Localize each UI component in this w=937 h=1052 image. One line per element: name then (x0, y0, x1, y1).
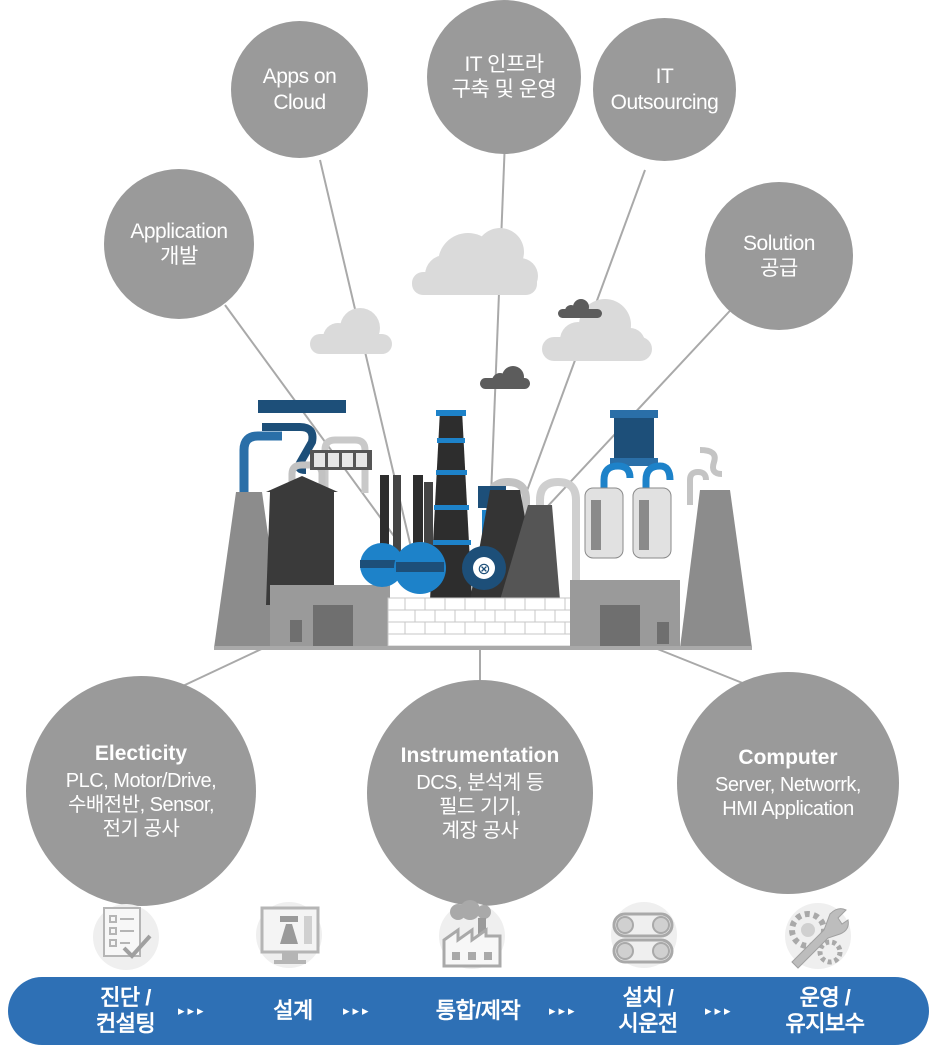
domain-heading: Computer (738, 746, 838, 770)
process-bar: 진단 / 컨설팅 ▸▸▸ 설계 ▸▸▸ 통합/제작 ▸▸▸ 설치 / 시운전 ▸… (8, 977, 929, 1045)
process-step-line: 유지보수 (785, 1011, 865, 1036)
service-bubble-it-infra: IT 인프라 구축 및 운영 (427, 0, 581, 154)
domain-line: HMI Application (722, 797, 854, 820)
service-line: Outsourcing (610, 90, 719, 114)
domain-bubble-electricity: Electicity PLC, Motor/Drive, 수배전반, Senso… (26, 676, 256, 906)
process-step-line: 설치 / (622, 984, 674, 1010)
domain-heading: Instrumentation (400, 744, 560, 768)
svg-text:⊗: ⊗ (477, 559, 490, 578)
service-line: Application (130, 219, 228, 243)
process-arrows: ▸▸▸ (549, 1003, 578, 1018)
conveyor-icon (611, 902, 677, 968)
process-arrows: ▸▸▸ (343, 1003, 372, 1018)
domain-line: 필드 기기, (439, 795, 521, 818)
right-building (570, 410, 752, 648)
process-step-design: 설계 (253, 977, 333, 1045)
service-bubble-application: Application 개발 (104, 169, 254, 319)
domain-line: PLC, Motor/Drive, (65, 769, 217, 792)
domain-line: 수배전반, Sensor, (67, 793, 215, 816)
domain-line: 전기 공사 (102, 817, 180, 840)
service-bubble-it-outsourcing: IT Outsourcing (593, 18, 736, 161)
service-bubble-solution: Solution 공급 (705, 182, 853, 330)
service-line: Cloud (273, 90, 326, 114)
service-line: 공급 (760, 257, 798, 280)
domain-line: DCS, 분석계 등 (416, 771, 544, 794)
clouds (310, 228, 652, 389)
service-line: Solution (743, 231, 815, 255)
domain-bubble-instrumentation: Instrumentation DCS, 분석계 등 필드 기기, 계장 공사 (367, 680, 593, 906)
process-arrows: ▸▸▸ (178, 1003, 207, 1018)
process-step-operation: 운영 / 유지보수 (770, 977, 880, 1045)
service-line: 개발 (160, 245, 198, 268)
process-step-line: 컨설팅 (95, 1011, 156, 1036)
design-monitor-icon (256, 902, 322, 968)
process-step-line: 시운전 (618, 1011, 678, 1036)
process-step-line: 통합/제작 (435, 997, 521, 1023)
process-step-installation: 설치 / 시운전 (603, 977, 693, 1045)
service-line: Apps on (262, 65, 337, 89)
gears-wrench-icon (785, 903, 851, 969)
service-line: IT (655, 65, 674, 89)
process-step-line: 진단 / (100, 984, 151, 1010)
checklist-icon (93, 904, 159, 970)
domain-line: 계장 공사 (441, 819, 519, 842)
left-building (214, 400, 390, 648)
process-step-line: 운영 / (799, 984, 851, 1010)
factory-icon (439, 900, 505, 969)
process-arrows: ▸▸▸ (705, 1003, 734, 1018)
service-line: IT 인프라 (464, 52, 544, 76)
process-step-line: 설계 (273, 997, 313, 1023)
service-bubble-apps-on-cloud: Apps on Cloud (231, 21, 368, 158)
process-step-integration: 통합/제작 (408, 977, 548, 1045)
ground-line (214, 646, 752, 650)
domain-line: Server, Networrk, (715, 773, 861, 796)
central-plant: ⊗ (360, 410, 580, 647)
domain-bubble-computer: Computer Server, Networrk, HMI Applicati… (677, 672, 899, 894)
process-step-diagnosis: 진단 / 컨설팅 (78, 977, 173, 1045)
domain-heading: Electicity (94, 742, 188, 766)
service-line: 구축 및 운영 (451, 78, 557, 101)
